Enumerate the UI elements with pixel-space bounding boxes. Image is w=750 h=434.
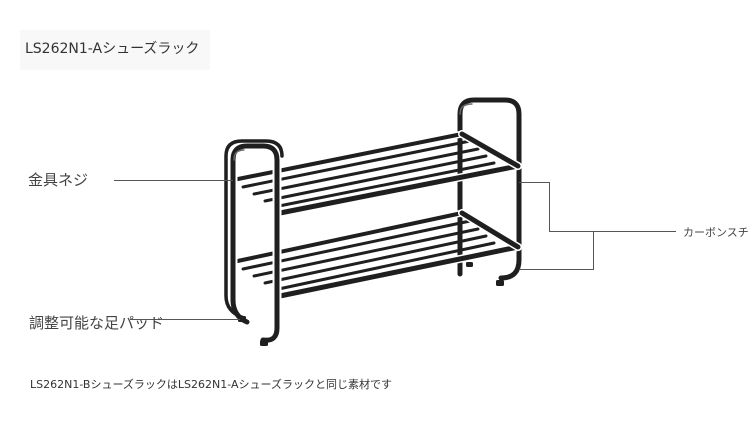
title-background <box>20 30 210 70</box>
callout-steel-label: カーボンスチ <box>683 226 749 239</box>
bottom-shelf-front-rail <box>277 244 521 299</box>
material-note: LS262N1-BシューズラックはLS262N1-Aシューズラックと同じ素材です <box>30 378 392 391</box>
top-shelf-front-rail <box>277 163 521 216</box>
callout-feet-label: 調整可能な足パッド <box>29 314 165 332</box>
bottom-shelf-wire-4 <box>272 241 496 292</box>
bottom-shelf-wire-2 <box>252 227 480 278</box>
steel-leader-upper <box>519 182 594 232</box>
callout-bolt-label: 金具ネジ <box>28 171 89 189</box>
top-shelf-wire-4 <box>272 161 496 209</box>
top-shelf-back-rail <box>231 132 464 182</box>
top-shelf-wire-2 <box>252 147 480 196</box>
foot-pad-back-right <box>466 262 473 267</box>
front-left-frame-outer <box>224 139 284 320</box>
product-title: LS262N1-Aシューズラック <box>25 41 200 57</box>
foot-pad-front-right <box>496 280 504 286</box>
front-left-frame-inner <box>230 143 280 343</box>
foot-pad-back-left <box>238 316 246 322</box>
front-left-frame-highlight <box>233 149 245 161</box>
top-shelf-right-rail <box>459 131 521 169</box>
steel-leader-lower <box>519 231 676 270</box>
bottom-shelf-wire-3 <box>263 234 488 285</box>
back-right-frame-highlight <box>459 103 473 115</box>
foot-pad-front-left <box>260 340 268 346</box>
bottom-shelf-back-rail <box>231 211 464 264</box>
bottom-shelf-right-rail <box>459 210 521 250</box>
back-right-frame <box>457 97 522 281</box>
top-shelf-wire-3 <box>263 154 488 203</box>
